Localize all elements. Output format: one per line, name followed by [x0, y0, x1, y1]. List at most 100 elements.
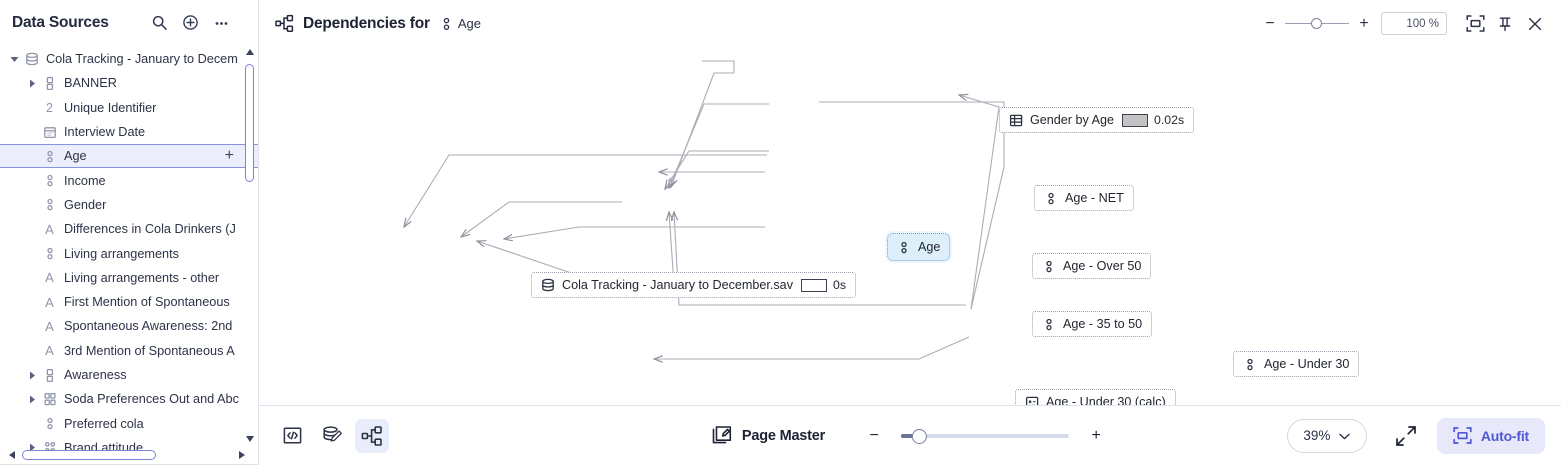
header-zoom-in-button[interactable]: +	[1359, 14, 1369, 32]
zoom-percent-select[interactable]: 39%	[1286, 418, 1367, 453]
categorical-icon	[40, 416, 59, 431]
graph-node-label: Age - NET	[1065, 191, 1124, 205]
sidebar-item-gender[interactable]: Gender	[0, 193, 258, 217]
zoom-in-button[interactable]: +	[1091, 426, 1101, 444]
grid-icon	[40, 76, 59, 91]
graph-node-label: Age - 35 to 50	[1063, 317, 1143, 331]
zoom-slider-thumb[interactable]	[912, 428, 928, 444]
sidebar-item-age[interactable]: Age+	[0, 144, 258, 169]
slider-thumb[interactable]	[1311, 17, 1322, 29]
graph-node-age-under-30[interactable]: Age - Under 30	[1233, 351, 1360, 377]
sidebar-item-living-arrangements[interactable]: Living arrangements	[0, 241, 258, 265]
categorical-icon	[1042, 259, 1056, 274]
sidebar-item-income[interactable]: Income	[0, 168, 258, 192]
page-master-label: Page Master	[741, 427, 826, 444]
scroll-up-icon[interactable]	[245, 46, 254, 58]
text-icon: A	[45, 343, 54, 359]
code-view-icon[interactable]	[275, 419, 309, 453]
fit-screen-icon[interactable]	[1463, 12, 1487, 36]
text-icon: A	[45, 221, 54, 237]
sidebar-item-awareness[interactable]: Awareness	[0, 363, 258, 387]
categorical-icon	[40, 197, 59, 212]
chevron-down-icon[interactable]	[6, 55, 22, 63]
expand-diagonal-icon[interactable]	[1389, 419, 1423, 453]
sidebar-item-label: Cola Tracking - January to Decem	[46, 52, 238, 67]
chevron-right-icon[interactable]	[24, 79, 40, 88]
sidebar-item-banner[interactable]: BANNER	[0, 71, 258, 95]
pin-icon[interactable]	[1493, 12, 1517, 36]
dependency-graph-icon[interactable]	[355, 418, 389, 453]
header-zoom-out-button[interactable]: −	[1265, 14, 1275, 32]
scrollbar-thumb-horizontal[interactable]	[22, 450, 156, 460]
auto-fit-label: Auto-fit	[1480, 427, 1529, 444]
fit-screen-icon	[1453, 426, 1472, 445]
zoom-slider[interactable]	[901, 423, 1070, 449]
sidebar-item-label: Preferred cola	[64, 416, 144, 431]
header-zoom-slider[interactable]	[1285, 13, 1349, 35]
sidebar-item-cola-tracking-january-to-decem[interactable]: Cola Tracking - January to Decem	[0, 47, 258, 71]
zoom-out-button[interactable]: −	[869, 426, 879, 444]
page-title: Dependencies for	[303, 14, 430, 32]
sidebar-item-label: BANNER	[64, 76, 117, 91]
close-icon[interactable]	[1523, 12, 1547, 36]
zoom-percent-value: 39%	[1303, 428, 1331, 443]
page-master-icon	[711, 425, 733, 447]
main-panel: Dependencies for Age − + 100 %	[259, 0, 1561, 465]
graph-node-age-under-30-calc[interactable]: Age - Under 30 (calc)	[1015, 389, 1176, 405]
graph-node-label: Gender by Age	[1030, 113, 1115, 127]
sidebar-item-preferred-cola[interactable]: Preferred cola	[0, 411, 258, 435]
sidebar-horizontal-scrollbar[interactable]	[0, 448, 258, 462]
scroll-left-icon[interactable]	[6, 450, 18, 460]
graph-node-age-35-to-50[interactable]: Age - 35 to 50	[1032, 311, 1153, 337]
add-variable-button[interactable]: +	[224, 147, 234, 165]
graph-node-age[interactable]: Age	[887, 233, 951, 261]
sidebar-header: Data Sources	[0, 0, 258, 45]
scroll-right-icon[interactable]	[235, 450, 247, 460]
categorical-icon	[1243, 357, 1257, 372]
calculator-icon	[1025, 395, 1039, 405]
graph-node-age-over-50[interactable]: Age - Over 50	[1032, 253, 1152, 279]
sidebar-item-label: Interview Date	[64, 125, 146, 140]
database-icon	[541, 278, 555, 293]
page-master-controls: Page Master − +	[711, 423, 1109, 449]
sidebar-vertical-scrollbar[interactable]	[244, 46, 255, 444]
view-mode-tools	[275, 418, 389, 453]
chevron-right-icon[interactable]	[24, 371, 40, 380]
header-zoom-value[interactable]: 100 %	[1381, 12, 1447, 35]
scroll-down-icon[interactable]	[245, 432, 254, 444]
graph-node-label: Age - Over 50	[1063, 259, 1142, 273]
page-subject: Age	[457, 16, 482, 31]
graph-edges	[259, 60, 1005, 405]
graph-node-age-net[interactable]: Age - NET	[1034, 185, 1134, 211]
sidebar-item-label: First Mention of Spontaneous	[64, 295, 230, 310]
table-icon	[1009, 113, 1023, 128]
sidebar-item-soda-preferences-out-and-abc[interactable]: Soda Preferences Out and Abc	[0, 387, 258, 411]
sidebar-item-label: Unique Identifier	[64, 100, 157, 115]
chevron-right-icon[interactable]	[24, 395, 40, 404]
sidebar-item-label: Living arrangements	[64, 246, 179, 261]
scrollbar-thumb-vertical[interactable]	[245, 64, 254, 182]
sidebar-item-interview-date[interactable]: Interview Date	[0, 120, 258, 144]
zoom-controls-right: 39%	[1286, 417, 1545, 454]
search-icon[interactable]	[151, 14, 168, 31]
calendar-icon	[40, 125, 59, 140]
chevron-right-icon[interactable]	[24, 443, 40, 452]
add-circle-icon[interactable]	[182, 14, 199, 31]
auto-fit-button[interactable]: Auto-fit	[1436, 417, 1545, 454]
data-edit-icon[interactable]	[315, 419, 349, 453]
header-controls: − + 100 %	[1259, 0, 1547, 47]
sidebar-title: Data Sources	[12, 13, 109, 31]
data-sources-sidebar: Data Sources	[0, 0, 259, 465]
more-options-icon[interactable]	[213, 14, 230, 31]
graph-node-label: Age - Under 30	[1264, 357, 1350, 371]
